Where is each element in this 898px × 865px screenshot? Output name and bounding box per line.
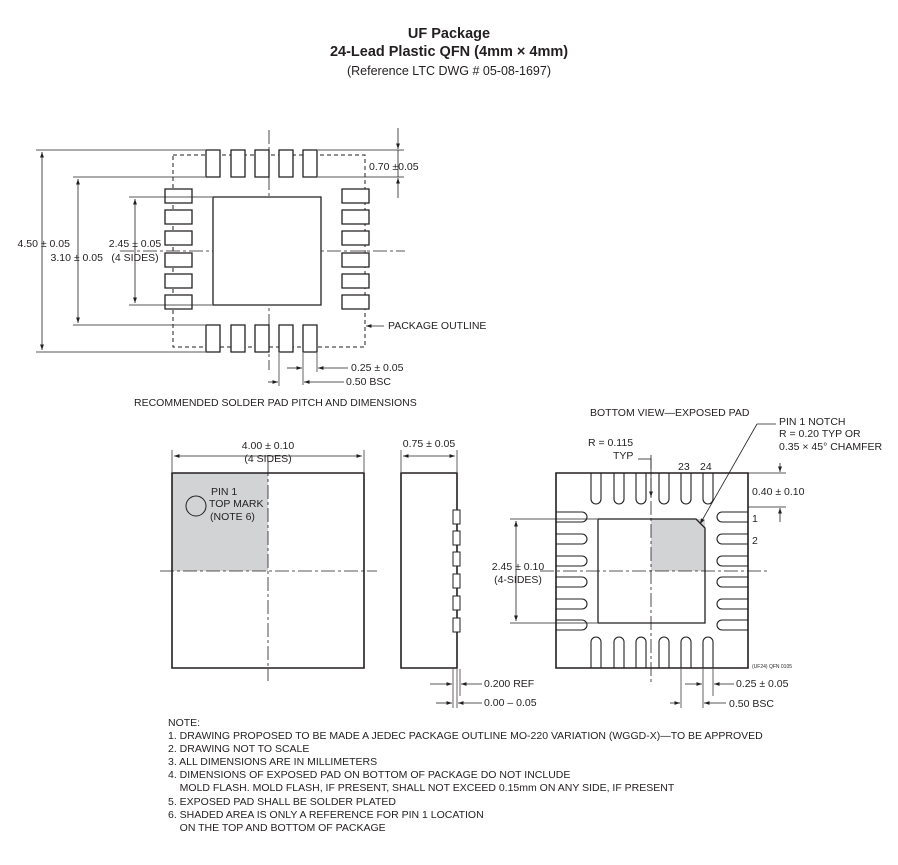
pin-1-label: 1 [752, 513, 758, 525]
dim-lead-pitch-label: 0.50 BSC [729, 698, 774, 710]
drawing-code: (UF24) QFN 0105 [752, 664, 793, 670]
pin1-notch-label: PIN 1 NOTCH [779, 416, 846, 428]
dim-body-label: 4.00 ± 0.10 [241, 440, 295, 452]
side-view-body [401, 473, 457, 668]
bottom-pin1-shade [651, 519, 705, 571]
note-line: ON THE TOP AND BOTTOM OF PACKAGE [168, 822, 386, 834]
radius-typ-label: TYP [613, 450, 634, 462]
pin1-label: PIN 1 [211, 486, 238, 498]
top-pad-row [206, 150, 331, 177]
dim-exposed-pad-label: 2.45 ± 0.10 [491, 561, 545, 573]
dim-pad-label: 2.45 ± 0.05 [108, 238, 162, 250]
bottom-right-leads [717, 512, 748, 630]
bottom-bottom-leads [591, 637, 713, 668]
notes-heading: NOTE: [168, 717, 201, 729]
package-title: UF Package [407, 26, 491, 42]
dim-ref-label: 0.200 REF [484, 678, 535, 690]
side-view-drawing [401, 450, 482, 708]
bottom-view-drawing [510, 424, 786, 708]
dim-standoff-label: 0.00 – 0.05 [484, 697, 537, 709]
left-pad-column [165, 189, 192, 309]
note-line: 6. SHADED AREA IS ONLY A REFERENCE FOR P… [168, 809, 484, 821]
dim-pad-length-label: 0.70 ±0.05 [369, 161, 419, 173]
reference-drawing: (Reference LTC DWG # 05-08-1697) [346, 64, 552, 78]
solder-pad-caption: RECOMMENDED SOLDER PAD PITCH AND DIMENSI… [134, 397, 417, 409]
note-line: 2. DRAWING NOT TO SCALE [168, 743, 310, 755]
exposed-pad [598, 519, 705, 623]
package-subtitle: 24-Lead Plastic QFN (4mm × 4mm) [329, 44, 569, 60]
dim-body-sides-label: (4 SIDES) [244, 453, 292, 465]
dim-lead-width-label: 0.25 ± 0.05 [736, 678, 789, 690]
pin-2-label: 2 [752, 535, 758, 547]
note-line: 1. DRAWING PROPOSED TO BE MADE A JEDEC P… [168, 730, 763, 742]
pin-24-label: 24 [700, 461, 712, 473]
pin1-top-mark-circle [186, 496, 206, 516]
dim-lead-length-label: 0.40 ± 0.10 [752, 486, 805, 498]
dim-exposed-pad-sides-label: (4-SIDES) [494, 574, 542, 586]
dim-pad-sides-label: (4 SIDES) [111, 252, 159, 264]
dim-height-label: 0.75 ± 0.05 [402, 438, 456, 450]
top-view-drawing [160, 450, 377, 681]
dim-pad-width-label: 0.25 ± 0.05 [351, 362, 404, 374]
package-outline-label: PACKAGE OUTLINE [388, 320, 487, 332]
note-line: 5. EXPOSED PAD SHALL BE SOLDER PLATED [168, 796, 396, 808]
bottom-left-leads [556, 512, 587, 630]
note-line: MOLD FLASH. MOLD FLASH, IF PRESENT, SHAL… [168, 782, 675, 794]
exposed-pad-land [213, 197, 321, 305]
note-line: 4. DIMENSIONS OF EXPOSED PAD ON BOTTOM O… [168, 769, 571, 781]
pin-23-label: 23 [678, 461, 690, 473]
notch-radius-label: R = 0.20 TYP OR [779, 428, 861, 440]
solder-pad-drawing [36, 128, 405, 386]
note-line: 3. ALL DIMENSIONS ARE IN MILLIMETERS [168, 756, 378, 768]
top-mark-label: TOP MARK [209, 498, 264, 510]
bottom-pad-row [206, 325, 317, 352]
bottom-view-body [556, 473, 748, 668]
radius-label: R = 0.115 [588, 437, 634, 449]
dim-outer-label: 4.50 ± 0.05 [17, 238, 70, 250]
dim-pitch-label: 0.50 BSC [346, 376, 391, 388]
bottom-view-title: BOTTOM VIEW—EXPOSED PAD [590, 407, 750, 419]
bottom-top-leads [591, 473, 713, 504]
note6-label: (NOTE 6) [210, 511, 255, 523]
notch-chamfer-label: 0.35 × 45° CHAMFER [779, 441, 883, 453]
right-pad-column [342, 189, 369, 309]
dim-inner-label: 3.10 ± 0.05 [50, 252, 103, 264]
side-view-leads [453, 510, 460, 632]
pin1-shaded-area [172, 473, 268, 571]
